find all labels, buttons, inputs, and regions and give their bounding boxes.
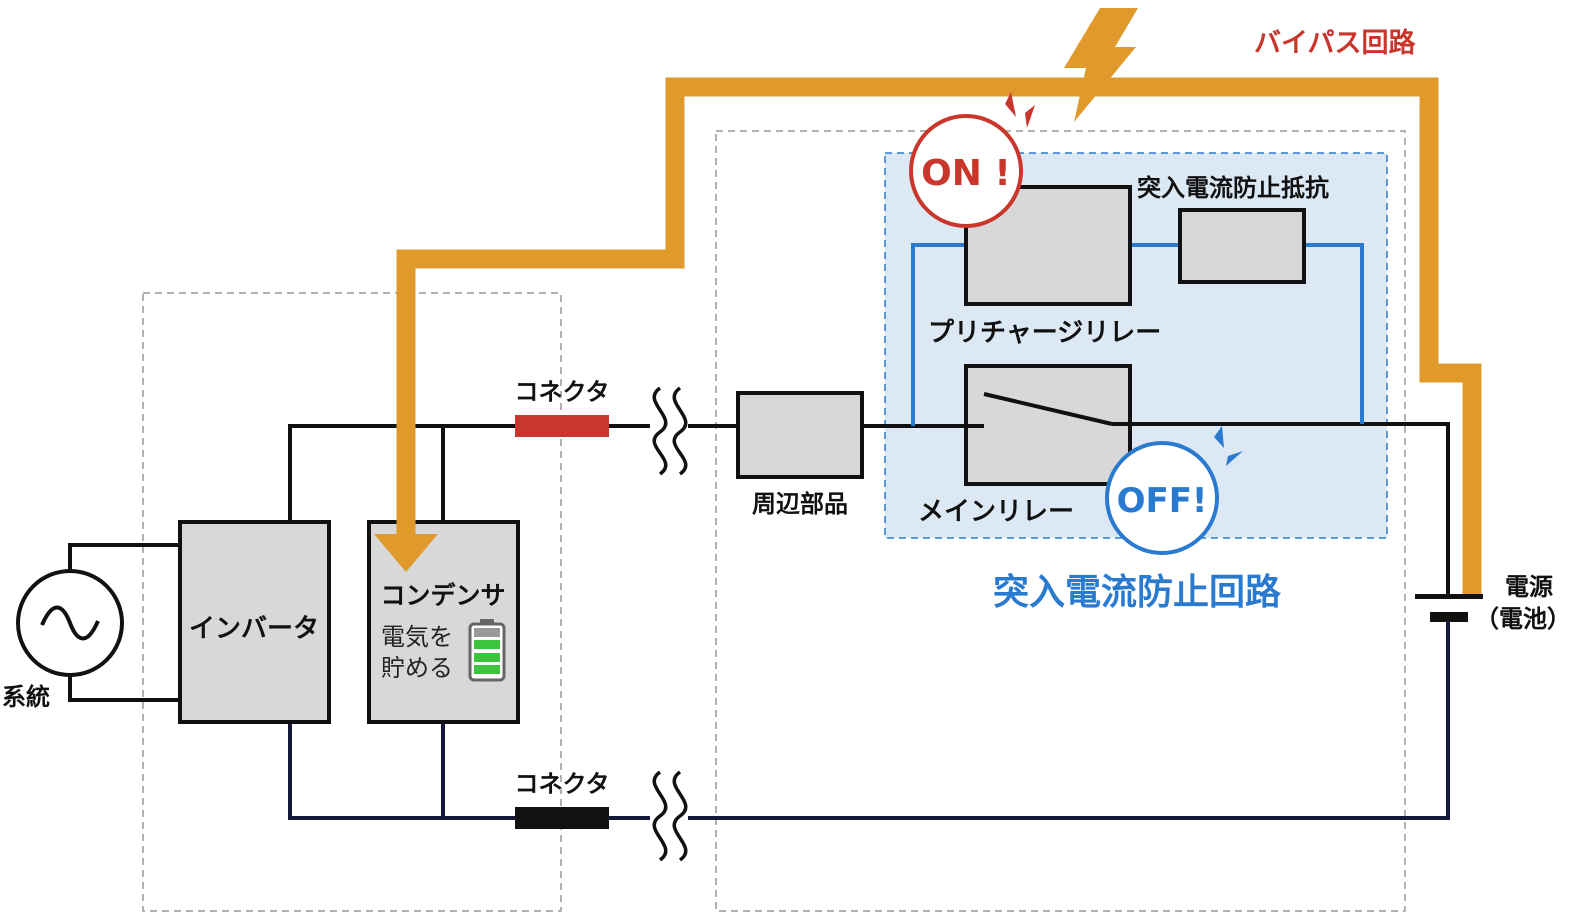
off-badge-text: OFF! [1117, 481, 1208, 521]
main-relay-box [964, 364, 1132, 486]
on-badge-text: ON ! [921, 153, 1011, 194]
off-badge [1105, 441, 1219, 555]
connector-positive [515, 415, 609, 437]
off-badge-spark [1226, 451, 1243, 466]
main-relay-label: メインリレー [918, 497, 1074, 527]
peripheral-parts-label: 周辺部品 [752, 490, 848, 518]
bypass-path [396, 77, 1482, 594]
peripheral-parts-box [736, 391, 864, 479]
grid-label: 系統 [2, 683, 50, 711]
precharge-relay-label: プリチャージリレー [928, 318, 1161, 348]
connector-negative [515, 807, 609, 829]
power-source-battery-label: （電池） [1475, 605, 1569, 633]
battery-side-enclosure [715, 130, 1406, 912]
cable-break-top [652, 386, 688, 476]
lightning-bolt-icon [1064, 8, 1138, 122]
inverter-box [178, 520, 331, 724]
inrush-circuit-title: 突入電流防止回路 [993, 572, 1282, 613]
main-relay-switch-icon [966, 392, 1130, 428]
battery-cell-positive-plate [1415, 594, 1483, 599]
sine-wave-icon [40, 605, 100, 641]
connector-bottom-label: コネクタ [514, 770, 609, 798]
negative-bus [288, 616, 1450, 820]
battery-icon [468, 619, 506, 682]
vehicle-side-enclosure [142, 292, 562, 912]
on-badge-spark [1005, 92, 1016, 117]
cable-break-bottom [652, 770, 688, 862]
inrush-resistor-box [1178, 208, 1306, 284]
store-electricity-line2: 貯める [381, 654, 453, 682]
on-badge-spark [1025, 105, 1035, 128]
off-badge-spark [1214, 426, 1224, 448]
bypass-arrow-head [374, 534, 438, 572]
positive-bus [288, 422, 1450, 596]
inverter-label: インバータ [189, 614, 319, 644]
inrush-resistor-label: 突入電流防止抵抗 [1137, 174, 1329, 202]
bypass-circuit-label: バイパス回路 [1254, 27, 1416, 59]
power-source-label: 電源 [1505, 573, 1553, 601]
battery-cell-negative-plate [1430, 612, 1468, 622]
capacitor-label: コンデンサ [380, 581, 505, 610]
precharge-branch-wire [911, 243, 1364, 426]
connector-top-label: コネクタ [514, 378, 609, 406]
store-electricity-line1: 電気を [381, 623, 453, 651]
on-badge [909, 114, 1023, 228]
